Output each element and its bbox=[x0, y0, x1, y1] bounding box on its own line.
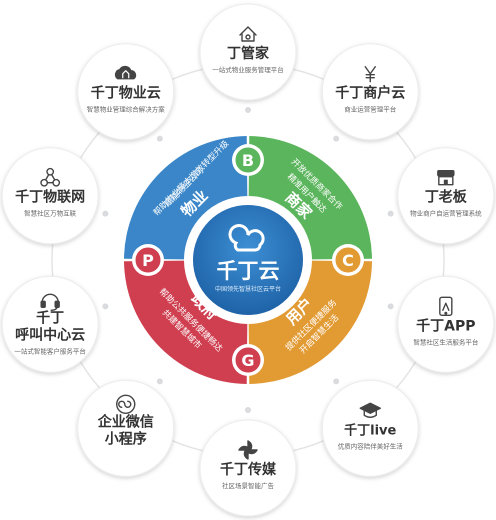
badge-disc bbox=[134, 246, 162, 274]
badge-c-user: C bbox=[332, 244, 364, 276]
connector-dot bbox=[156, 135, 163, 142]
node-subtitle: 一站式智能客户服务平台 bbox=[14, 346, 86, 355]
badges: B C G P bbox=[132, 144, 364, 376]
badge-letter: C bbox=[342, 251, 354, 270]
headset-icon bbox=[40, 293, 60, 311]
user-segment bbox=[248, 260, 372, 384]
connector-dot bbox=[387, 210, 394, 217]
node-app[interactable]: 千丁APP 智慧社区生活服务平台 bbox=[397, 275, 495, 373]
node-title: 丁老板 bbox=[425, 189, 468, 206]
node-title: 企业微信 bbox=[97, 413, 154, 430]
badge-b-property: B bbox=[232, 144, 264, 176]
node-title: 小程序 bbox=[105, 430, 147, 447]
connector-dot bbox=[245, 407, 251, 413]
center-logo-text: 千丁云 bbox=[217, 259, 280, 283]
node-subtitle: 社区场景智能广告 bbox=[222, 481, 275, 490]
connector-dot bbox=[333, 135, 340, 142]
badge-g-government: G bbox=[232, 344, 264, 376]
connector-dot bbox=[333, 378, 340, 385]
connector-dot bbox=[156, 378, 163, 385]
node-subtitle: 智慧物业管理综合解决方案 bbox=[87, 105, 166, 114]
center-disc bbox=[193, 205, 303, 315]
node-title: 千丁物业云 bbox=[91, 85, 161, 102]
merchant-segment bbox=[248, 136, 372, 260]
center-tagline: 中国领先智慧社区云平台 bbox=[215, 285, 281, 293]
network-icon bbox=[40, 167, 61, 187]
node-live[interactable]: 千丁live 优质内容陪伴美好生活 bbox=[321, 379, 419, 477]
badge-letter: P bbox=[142, 251, 154, 270]
quadrant-ring bbox=[124, 136, 372, 384]
node-subtitle: 智慧社区生活服务平台 bbox=[413, 337, 478, 346]
badge-letter: B bbox=[242, 151, 254, 170]
center-cloud-icon bbox=[228, 224, 265, 252]
connectors bbox=[102, 107, 394, 413]
node-subtitle: 商业运营管理平台 bbox=[344, 105, 396, 114]
node-circle bbox=[321, 43, 419, 141]
connector-dot bbox=[245, 107, 251, 113]
node-subtitle: 一站式物业服务管理平台 bbox=[212, 65, 284, 74]
badge-p-platform: P bbox=[132, 244, 164, 276]
node-title: 千丁商户云 bbox=[335, 85, 405, 102]
node-title: 千丁 bbox=[36, 309, 64, 326]
node-title: 丁管家 bbox=[227, 45, 270, 62]
pinwheel-icon bbox=[238, 440, 258, 460]
node-circle bbox=[321, 379, 419, 477]
mini-program-icon bbox=[116, 394, 136, 414]
node-circle bbox=[1, 275, 99, 373]
node-subtitle: 优质内容陪伴美好生活 bbox=[338, 441, 404, 450]
node-subtitle: 智慧社区万物互联 bbox=[24, 209, 77, 218]
connector-dot bbox=[387, 303, 394, 310]
satellite-nodes: 丁管家一站式物业服务管理平台千丁商户云商业运营管理平台丁老板物业商户自运营管理系… bbox=[1, 3, 495, 517]
node-circle bbox=[77, 379, 175, 477]
node-title: 千丁传媒 bbox=[220, 461, 277, 478]
node-circle bbox=[199, 419, 297, 517]
graduation-cap-icon bbox=[359, 402, 381, 418]
badge-disc bbox=[334, 246, 362, 274]
house-gear-icon bbox=[239, 26, 257, 42]
connector-dot bbox=[102, 210, 109, 217]
phone-icon bbox=[439, 296, 453, 316]
connector-dot bbox=[102, 303, 109, 310]
node-circle bbox=[397, 275, 495, 373]
shop-icon bbox=[437, 170, 455, 186]
yen-icon bbox=[364, 66, 376, 83]
government-segment bbox=[124, 260, 248, 384]
node-title: 千丁物联网 bbox=[15, 189, 85, 206]
badge-letter: G bbox=[241, 351, 254, 370]
node-circle bbox=[1, 147, 99, 245]
node-circle bbox=[199, 3, 297, 101]
node-title: 千丁live bbox=[344, 422, 396, 438]
property-segment bbox=[124, 136, 248, 260]
node-circle bbox=[77, 43, 175, 141]
node-circle bbox=[397, 147, 495, 245]
node-title: 呼叫中心云 bbox=[15, 326, 85, 343]
badge-disc bbox=[234, 346, 262, 374]
node-title: 千丁APP bbox=[416, 317, 475, 334]
node-subtitle: 物业商户自运营管理系统 bbox=[410, 209, 482, 218]
badge-disc bbox=[234, 146, 262, 174]
cloud-house-icon bbox=[114, 65, 137, 80]
